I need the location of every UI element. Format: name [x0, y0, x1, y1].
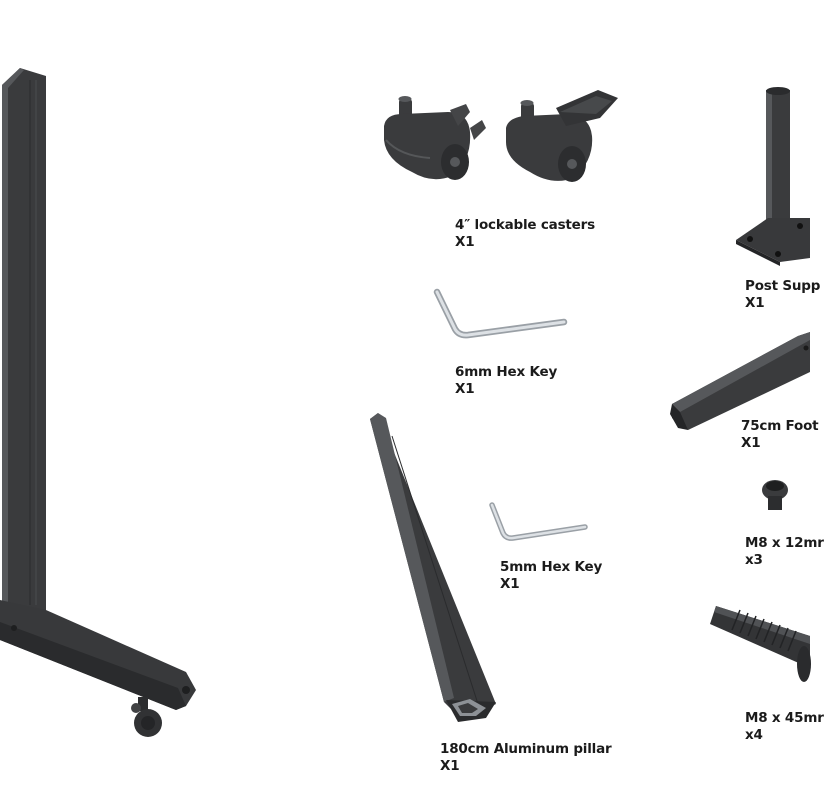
- casters-image: [384, 90, 618, 182]
- post-support-qty: X1: [745, 295, 765, 311]
- hex-key-6mm-label: 6mm Hex Key X1: [455, 364, 557, 398]
- bolt-m8x45-qty: x4: [745, 727, 763, 743]
- post-support-label: Post Supp X1: [745, 278, 820, 312]
- post-support-image: [736, 87, 810, 266]
- hex-key-5mm-name: 5mm Hex Key: [500, 559, 603, 575]
- casters-label: 4″ lockable casters X1: [455, 217, 595, 251]
- foot-75cm-label: 75cm Foot X1: [741, 418, 819, 452]
- assembled-stand-image: [0, 68, 196, 737]
- hex-key-6mm-name: 6mm Hex Key: [455, 364, 558, 380]
- foot-75cm-qty: X1: [741, 435, 761, 451]
- casters-qty: X1: [455, 234, 475, 250]
- bolt-m8x45-name: M8 x 45mr: [745, 710, 824, 726]
- hex-key-5mm-image: [489, 502, 588, 541]
- hex-key-5mm-label: 5mm Hex Key X1: [500, 559, 602, 593]
- hex-key-6mm-image: [433, 288, 568, 339]
- aluminum-pillar-name: 180cm Aluminum pillar: [440, 741, 612, 757]
- casters-name: 4″ lockable casters: [455, 217, 595, 233]
- aluminum-pillar-qty: X1: [440, 758, 460, 774]
- bolt-m8x45-label: M8 x 45mr x4: [745, 710, 824, 744]
- bolt-m8x12-name: M8 x 12mr: [745, 535, 824, 551]
- bolt-m8x45-image: [710, 606, 811, 682]
- bolt-m8x12-label: M8 x 12mr x3: [745, 535, 824, 569]
- post-support-name: Post Supp: [745, 278, 821, 294]
- hex-key-5mm-qty: X1: [500, 576, 520, 592]
- hex-key-6mm-qty: X1: [455, 381, 475, 397]
- bolt-m8x12-image: [762, 480, 788, 510]
- bolt-m8x12-qty: x3: [745, 552, 763, 568]
- foot-75cm-name: 75cm Foot: [741, 418, 819, 434]
- foot-75cm-image: [670, 332, 810, 430]
- aluminum-pillar-label: 180cm Aluminum pillar X1: [440, 741, 612, 775]
- aluminum-pillar-image: [370, 413, 496, 722]
